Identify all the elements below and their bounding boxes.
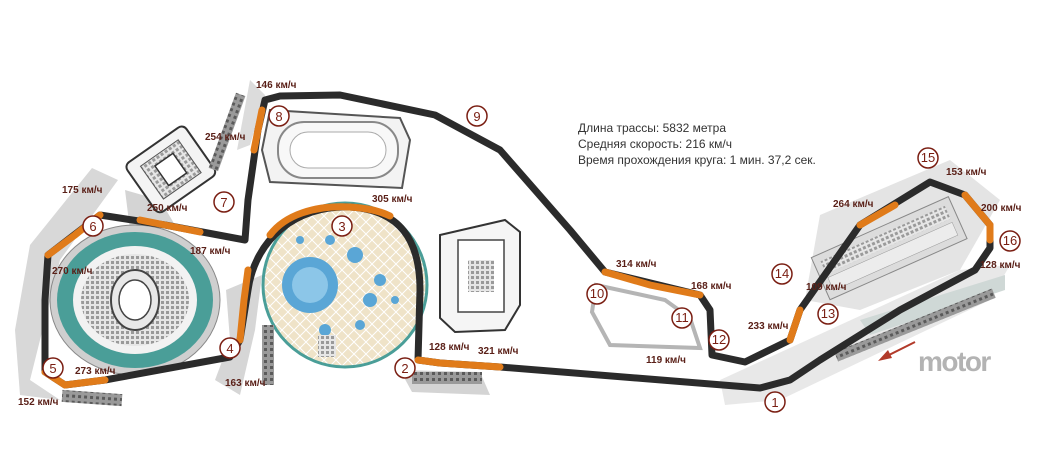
svg-text:6: 6 [89, 219, 96, 234]
turn-marker-16: 16 [999, 230, 1021, 252]
svg-text:2: 2 [401, 361, 408, 376]
speed-label: 152 км/ч [18, 397, 59, 408]
svg-text:8: 8 [275, 109, 282, 124]
average-speed: Средняя скорость: 216 км/ч [578, 137, 732, 151]
track-length: Длина трассы: 5832 метра [578, 121, 727, 135]
svg-text:1: 1 [771, 395, 778, 410]
svg-text:15: 15 [921, 150, 935, 165]
turn-marker-8: 8 [268, 105, 290, 127]
speed-label: 273 км/ч [75, 366, 116, 377]
turn-marker-9: 9 [466, 105, 488, 127]
speed-label: 305 км/ч [372, 194, 413, 205]
speed-label: 270 км/ч [52, 266, 93, 277]
speed-label: 175 км/ч [62, 185, 103, 196]
speed-label: 200 км/ч [981, 203, 1022, 214]
pit-building [810, 195, 968, 301]
svg-text:7: 7 [220, 195, 227, 210]
turn-marker-6: 6 [82, 215, 104, 237]
speed-labels: 146 км/ч 254 км/ч 305 км/ч 175 км/ч 250 … [18, 80, 1022, 408]
turn-marker-13: 13 [817, 303, 839, 325]
motor-logo: motor [918, 346, 991, 377]
small-stadium [125, 125, 217, 214]
speed-label: 254 км/ч [205, 132, 246, 143]
turn-marker-12: 12 [708, 329, 730, 351]
medal-plaza [261, 201, 429, 369]
svg-text:16: 16 [1003, 233, 1017, 248]
svg-text:9: 9 [473, 109, 480, 124]
svg-text:13: 13 [821, 306, 835, 321]
speed-label: 109 км/ч [806, 282, 847, 293]
speed-label: 163 км/ч [225, 378, 266, 389]
turn-marker-11: 11 [671, 307, 693, 329]
svg-text:10: 10 [590, 286, 604, 301]
svg-text:3: 3 [338, 219, 345, 234]
turn-marker-1: 1 [764, 391, 786, 413]
speed-label: 264 км/ч [833, 199, 874, 210]
turn-marker-7: 7 [213, 191, 235, 213]
speed-label: 321 км/ч [478, 346, 519, 357]
svg-text:12: 12 [712, 332, 726, 347]
circuit-info: Длина трассы: 5832 метра Средняя скорост… [578, 120, 816, 168]
arrow-left-icon [878, 341, 916, 361]
turn-marker-14: 14 [771, 263, 793, 285]
speed-label: 128 км/ч [980, 260, 1021, 271]
turn-marker-4: 4 [219, 337, 241, 359]
speed-label: 119 км/ч [646, 355, 686, 366]
speed-label: 168 км/ч [691, 281, 732, 292]
turn-marker-10: 10 [586, 283, 608, 305]
turn-marker-15: 15 [917, 147, 939, 169]
turn-marker-3: 3 [331, 215, 353, 237]
turn-markers: 1 2 3 4 5 6 7 8 9 10 11 12 13 14 15 16 [42, 105, 1021, 413]
svg-text:4: 4 [226, 341, 233, 356]
speed-label: 153 км/ч [946, 167, 987, 178]
speed-label: 146 км/ч [256, 80, 297, 91]
svg-text:11: 11 [675, 310, 689, 325]
turn-marker-2: 2 [394, 357, 416, 379]
speed-label: 314 км/ч [616, 259, 657, 270]
lap-time: Время прохождения круга: 1 мин. 37,2 сек… [578, 153, 816, 167]
grandstands [61, 92, 996, 407]
oval-arena [260, 108, 412, 190]
speed-label: 233 км/ч [748, 321, 789, 332]
svg-text:14: 14 [775, 266, 789, 281]
turn-marker-5: 5 [42, 357, 64, 379]
ice-arena [439, 218, 521, 334]
speed-label: 128 км/ч [429, 342, 470, 353]
speed-label: 250 км/ч [147, 203, 188, 214]
alternate-layout-track [589, 282, 703, 351]
svg-text:5: 5 [49, 361, 56, 376]
speed-label: 187 км/ч [190, 246, 231, 257]
